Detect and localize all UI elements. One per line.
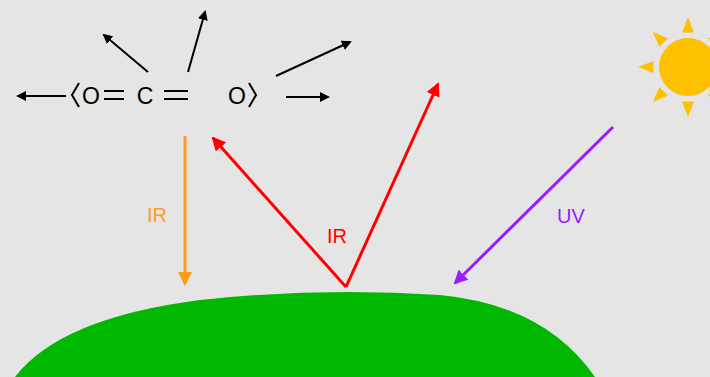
- sun-ray: [653, 87, 668, 102]
- atom-symbol: C: [137, 85, 154, 108]
- vibration-arrows: [18, 12, 350, 97]
- sun-ray: [638, 61, 654, 73]
- sun-ray: [653, 32, 668, 47]
- sun-ray: [682, 17, 694, 33]
- atom-symbol: O: [228, 85, 246, 108]
- ir-emission: [346, 84, 438, 287]
- ir-emission: [213, 138, 346, 287]
- sun: [638, 17, 710, 117]
- sun-ray: [682, 101, 694, 117]
- radiation-label: IR: [327, 226, 347, 246]
- earth-hill: [15, 292, 595, 377]
- co2-bonds: [72, 83, 256, 107]
- ir-back-radiation: [184, 136, 187, 284]
- radiation-label: UV: [557, 206, 585, 226]
- sun-ray: [708, 32, 710, 47]
- sun-ray: [708, 87, 710, 102]
- radiation-label: IR: [147, 205, 167, 225]
- atom-symbol: O: [82, 85, 100, 108]
- uv-radiation: [455, 127, 613, 283]
